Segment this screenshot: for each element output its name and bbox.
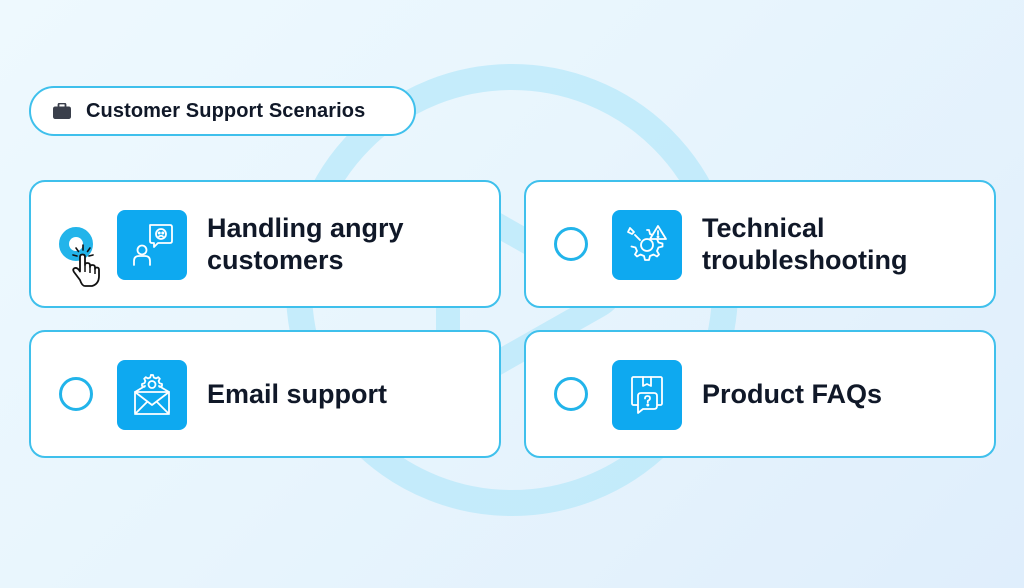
option-radio[interactable]: [59, 377, 93, 411]
option-label: Email support: [207, 379, 388, 409]
email-gear-icon: [117, 360, 187, 430]
option-card-email-support[interactable]: Email support: [29, 330, 501, 458]
briefcase-icon: [53, 103, 71, 119]
option-card-technical-troubleshooting[interactable]: Technical troubleshooting: [524, 180, 996, 308]
section-title: Customer Support Scenarios: [86, 99, 366, 122]
section-title-pill: Customer Support Scenarios: [29, 86, 416, 136]
box-question-icon: [612, 360, 682, 430]
option-radio[interactable]: [554, 377, 588, 411]
angry-customer-chat-icon: [117, 210, 187, 280]
hand-pointer-cursor-icon: [72, 244, 100, 287]
option-card-handling-angry-customers[interactable]: Handling angry customers: [29, 180, 501, 308]
gear-warning-icon: [612, 210, 682, 280]
option-card-product-faqs[interactable]: Product FAQs: [524, 330, 996, 458]
option-label: Product FAQs: [702, 379, 883, 409]
option-label: Handling angry customers: [207, 213, 404, 275]
option-radio[interactable]: [554, 227, 588, 261]
option-label: Technical troubleshooting: [702, 213, 908, 275]
